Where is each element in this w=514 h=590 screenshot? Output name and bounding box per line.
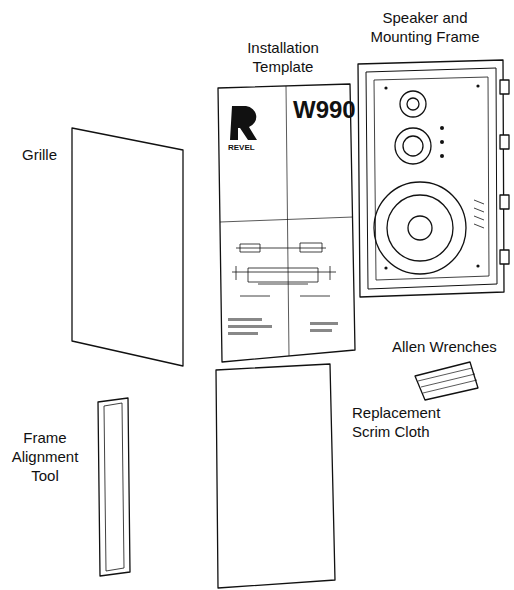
logo-mark [230,106,257,140]
part-label: Speaker and Mounting Frame [365,8,485,46]
part-label: Installation Template [228,38,338,76]
scrim-cloth [216,364,335,588]
speaker-frame [358,60,509,297]
part-label: Frame Alignment Tool [5,428,85,485]
part-label: Replacement Scrim Cloth [352,403,462,441]
part-label: Grille [22,145,57,164]
model-name: W990 [293,96,356,124]
part-label: Allen Wrenches [392,337,497,356]
allen-wrenches [415,362,478,400]
frame-alignment-tool [98,398,130,576]
grille [72,128,183,366]
installation-template [218,84,355,362]
brand-name: REVEL [228,143,255,153]
